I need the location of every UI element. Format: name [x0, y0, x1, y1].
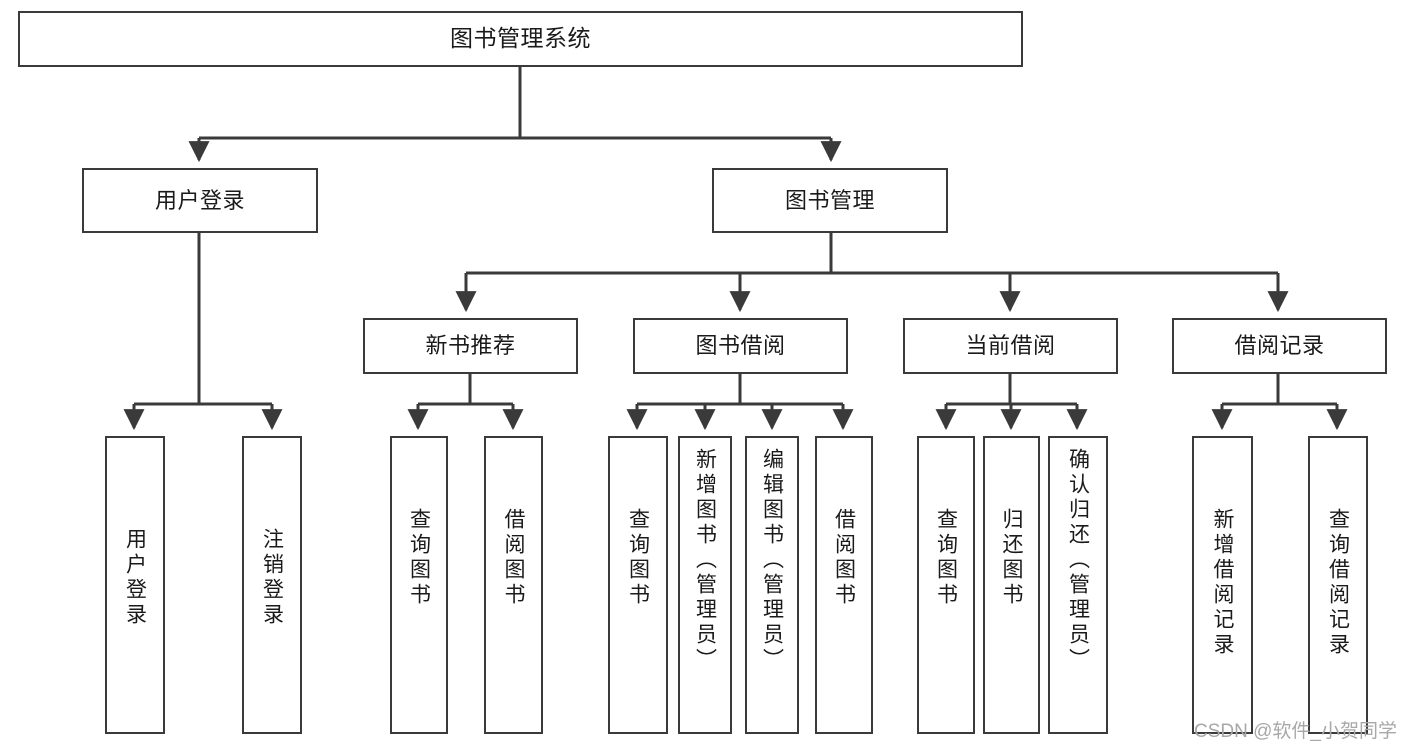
leaf-query-book-2[interactable]: 查询图书: [608, 436, 668, 734]
node-borrow-record-label: 借阅记录: [1234, 333, 1325, 359]
node-root[interactable]: 图书管理系统: [18, 11, 1023, 67]
leaf-add-record-label: 新增借阅记录: [1211, 508, 1234, 658]
node-book-manage[interactable]: 图书管理: [712, 168, 948, 233]
leaf-user-logout[interactable]: 注销登录: [242, 436, 302, 734]
leaf-borrow-book-1-label: 借阅图书: [502, 508, 525, 608]
leaf-add-book-label: 新增图书（管理员）: [693, 448, 717, 673]
leaf-confirm-return[interactable]: 确认归还（管理员）: [1048, 436, 1108, 734]
node-book-borrow-label: 图书借阅: [695, 333, 786, 359]
leaf-user-logout-label: 注销登录: [260, 528, 284, 628]
leaf-query-book-3-label: 查询图书: [934, 508, 958, 608]
leaf-borrow-book-2-label: 借阅图书: [832, 508, 856, 608]
leaf-add-record[interactable]: 新增借阅记录: [1192, 436, 1253, 734]
leaf-query-book-3[interactable]: 查询图书: [917, 436, 975, 734]
leaf-user-login-label: 用户登录: [123, 528, 147, 628]
node-book-borrow[interactable]: 图书借阅: [633, 318, 848, 374]
node-current-borrow[interactable]: 当前借阅: [903, 318, 1118, 374]
leaf-query-record[interactable]: 查询借阅记录: [1308, 436, 1368, 734]
node-root-label: 图书管理系统: [450, 25, 591, 52]
leaf-query-book-2-label: 查询图书: [626, 508, 650, 608]
leaf-return-book-label: 归还图书: [1000, 508, 1023, 608]
node-book-manage-label: 图书管理: [784, 187, 875, 213]
leaf-confirm-return-label: 确认归还（管理员）: [1066, 448, 1090, 673]
leaf-query-book-1-label: 查询图书: [407, 508, 431, 608]
leaf-edit-book[interactable]: 编辑图书（管理员）: [745, 436, 799, 734]
node-borrow-record[interactable]: 借阅记录: [1172, 318, 1387, 374]
node-current-borrow-label: 当前借阅: [965, 333, 1056, 359]
leaf-borrow-book-2[interactable]: 借阅图书: [815, 436, 873, 734]
node-user-login-label: 用户登录: [154, 187, 245, 213]
leaf-return-book[interactable]: 归还图书: [983, 436, 1040, 734]
csdn-watermark: CSDN @软件_小贺同学: [1194, 721, 1397, 742]
node-new-book-recommend[interactable]: 新书推荐: [363, 318, 578, 374]
leaf-user-login[interactable]: 用户登录: [105, 436, 165, 734]
leaf-add-book[interactable]: 新增图书（管理员）: [678, 436, 732, 734]
node-user-login[interactable]: 用户登录: [82, 168, 318, 233]
leaf-edit-book-label: 编辑图书（管理员）: [760, 448, 784, 673]
node-new-book-recommend-label: 新书推荐: [425, 333, 516, 359]
leaf-query-record-label: 查询借阅记录: [1326, 508, 1350, 658]
leaf-query-book-1[interactable]: 查询图书: [390, 436, 448, 734]
leaf-borrow-book-1[interactable]: 借阅图书: [484, 436, 543, 734]
